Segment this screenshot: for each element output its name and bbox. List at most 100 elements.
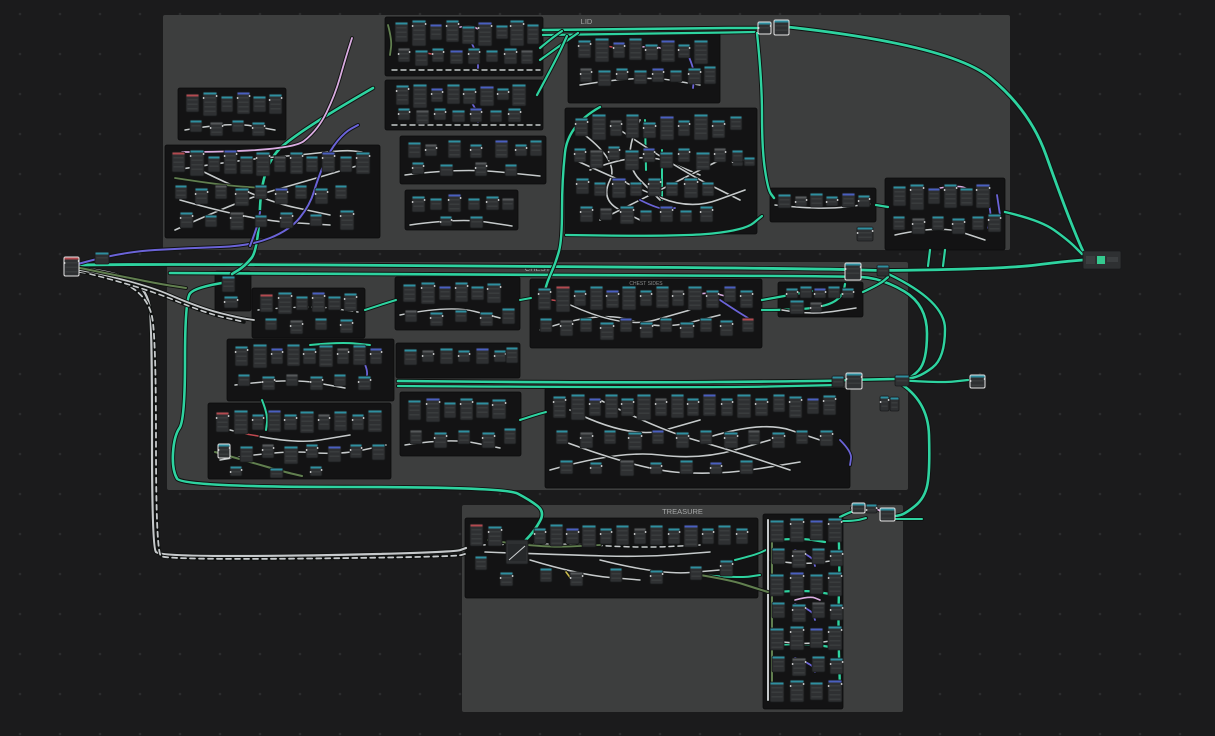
node[interactable] [879, 395, 890, 412]
output-socket[interactable] [321, 379, 324, 381]
node-body[interactable] [251, 413, 265, 431]
node[interactable] [841, 192, 856, 208]
input-socket[interactable] [829, 555, 832, 557]
node[interactable] [825, 195, 839, 207]
node[interactable] [236, 91, 251, 115]
node[interactable] [429, 197, 443, 211]
input-socket[interactable] [255, 157, 258, 159]
node-body[interactable] [806, 397, 820, 415]
node[interactable] [467, 197, 481, 211]
node[interactable] [605, 289, 620, 309]
node[interactable] [931, 215, 945, 231]
node[interactable] [679, 321, 695, 339]
node-body[interactable] [911, 217, 926, 235]
node[interactable] [499, 571, 514, 587]
node-body[interactable] [627, 431, 643, 451]
node-body[interactable] [505, 346, 519, 364]
output-socket[interactable] [468, 353, 471, 355]
node-body[interactable] [625, 113, 640, 139]
output-socket[interactable] [841, 553, 844, 555]
node[interactable] [487, 525, 503, 547]
output-socket[interactable] [291, 215, 294, 217]
node-body[interactable] [959, 187, 974, 207]
node[interactable] [683, 177, 699, 199]
input-socket[interactable] [719, 565, 722, 567]
output-socket[interactable] [696, 181, 699, 183]
node-body[interactable] [599, 321, 615, 341]
node[interactable] [402, 283, 417, 303]
input-socket[interactable] [579, 437, 582, 439]
output-socket[interactable] [599, 401, 602, 403]
node[interactable] [446, 83, 461, 105]
node[interactable] [215, 411, 230, 433]
input-socket[interactable] [351, 419, 354, 421]
output-socket[interactable] [268, 155, 271, 157]
node[interactable] [773, 19, 790, 36]
output-socket[interactable] [577, 531, 580, 533]
input-socket[interactable] [421, 355, 424, 357]
output-socket[interactable] [804, 607, 807, 609]
output-socket[interactable] [272, 447, 275, 449]
input-socket[interactable] [537, 293, 540, 295]
input-socket[interactable] [599, 533, 602, 535]
node[interactable] [789, 299, 805, 315]
input-socket[interactable] [439, 221, 442, 223]
node-body[interactable] [699, 205, 714, 223]
node[interactable] [351, 413, 365, 431]
node[interactable] [581, 524, 597, 548]
node-body[interactable] [414, 49, 429, 67]
input-socket[interactable] [791, 609, 794, 611]
input-socket[interactable] [321, 157, 324, 159]
node[interactable] [220, 95, 234, 113]
output-socket[interactable] [441, 91, 444, 93]
input-socket[interactable] [559, 325, 562, 327]
node[interactable] [795, 429, 809, 445]
node-body[interactable] [575, 177, 590, 195]
node[interactable] [892, 215, 906, 231]
output-socket[interactable] [235, 153, 238, 155]
node[interactable] [234, 187, 250, 207]
node[interactable] [615, 67, 629, 81]
node-body[interactable] [559, 319, 574, 337]
output-socket[interactable] [351, 322, 354, 324]
output-socket[interactable] [215, 95, 218, 97]
node[interactable] [620, 397, 635, 417]
node[interactable] [624, 149, 640, 171]
node-body[interactable] [343, 292, 358, 312]
node[interactable] [771, 655, 786, 673]
input-socket[interactable] [827, 631, 830, 633]
input-socket[interactable] [305, 449, 308, 451]
input-socket[interactable] [829, 609, 832, 611]
node[interactable] [777, 193, 792, 209]
node[interactable] [669, 69, 683, 83]
input-socket[interactable] [491, 404, 494, 406]
node-body[interactable] [411, 19, 427, 47]
node[interactable] [699, 205, 714, 223]
node[interactable] [309, 213, 323, 227]
node-body[interactable] [705, 289, 720, 309]
group-output-node[interactable] [1082, 250, 1122, 270]
output-socket[interactable] [320, 469, 323, 471]
node[interactable] [695, 151, 711, 171]
output-socket[interactable] [620, 123, 623, 125]
input-socket[interactable] [411, 201, 414, 203]
node-body[interactable] [252, 95, 267, 113]
input-socket[interactable] [813, 293, 816, 295]
input-socket[interactable] [789, 631, 792, 633]
node[interactable] [811, 601, 826, 619]
node-body[interactable] [719, 559, 734, 577]
output-socket[interactable] [459, 197, 462, 199]
input-socket[interactable] [675, 437, 678, 439]
output-socket[interactable] [407, 88, 410, 90]
input-socket[interactable] [486, 288, 489, 290]
node[interactable] [311, 291, 326, 313]
node[interactable] [677, 119, 691, 137]
node-body[interactable] [447, 139, 462, 159]
node[interactable] [769, 519, 785, 543]
input-socket[interactable] [467, 53, 470, 55]
node[interactable] [627, 431, 643, 451]
node[interactable] [273, 155, 287, 173]
node[interactable] [403, 348, 418, 366]
node[interactable] [771, 547, 786, 565]
node[interactable] [731, 149, 744, 163]
